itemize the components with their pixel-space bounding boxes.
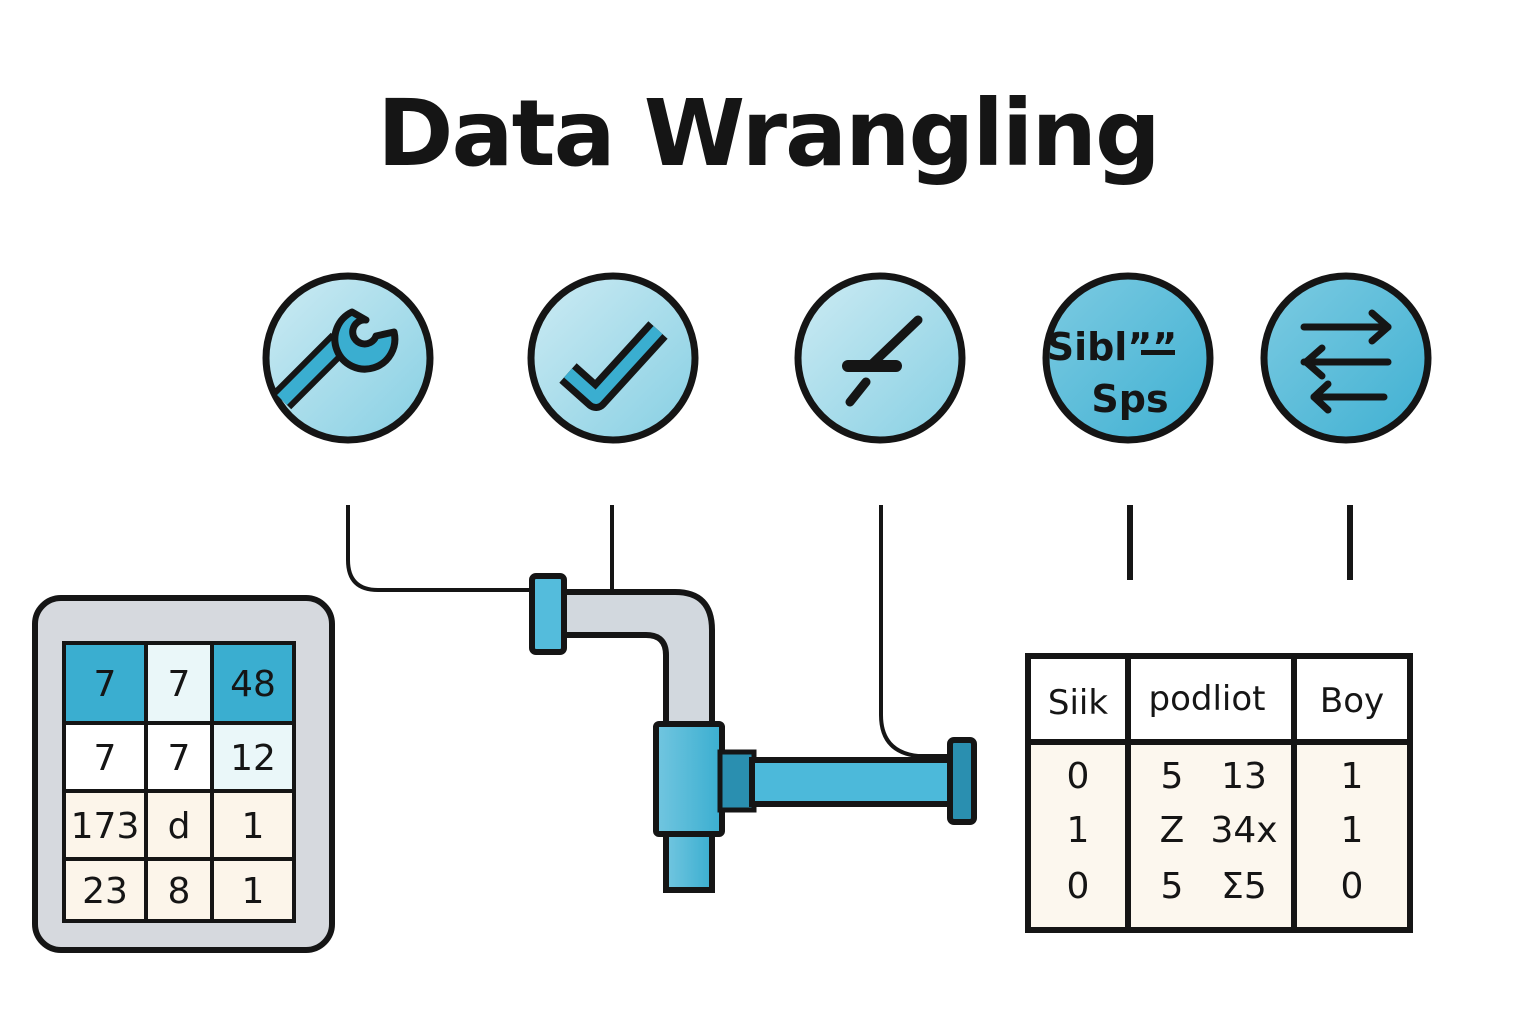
table-cell: 1 (1341, 810, 1364, 851)
text-format-icon: Sibl”” Sps (1047, 325, 1178, 421)
table-cell: 0 (1067, 866, 1090, 907)
table-cell: 5 (1161, 866, 1184, 907)
pipeline (529, 573, 977, 893)
table-cell: Z (1160, 810, 1185, 851)
outlet-pipe (749, 757, 953, 807)
grid-cell-value: 7 (168, 664, 191, 705)
checkmark-icon (559, 321, 668, 411)
tee-joint (653, 721, 725, 837)
grid-cell-value: 48 (230, 664, 276, 705)
wrench-icon (272, 308, 399, 410)
grid-cell (148, 793, 210, 857)
grid-cell-value: 23 (82, 871, 128, 912)
grid-cell-value: d (168, 806, 191, 847)
transfer-arrows-icon (1300, 309, 1392, 414)
grid-cell (214, 793, 292, 857)
table-cell: 34x (1210, 810, 1277, 851)
grid-cell (148, 645, 210, 721)
grid-cell-value: 173 (71, 806, 140, 847)
grid-cell (66, 861, 144, 919)
step-checkmark[interactable] (527, 272, 699, 444)
grid-cell (214, 645, 292, 721)
grid-cell (148, 861, 210, 919)
step-text-format[interactable]: Sibl”” Sps (1042, 272, 1214, 444)
grid-cell-value: 7 (168, 738, 191, 779)
grid-cell (66, 725, 144, 789)
icon-text-line2: Sps (1091, 377, 1168, 421)
step-wrench[interactable] (262, 272, 434, 444)
table-cell: Σ5 (1221, 866, 1267, 907)
grid-cell-value: 7 (94, 738, 117, 779)
icon-circle (1260, 272, 1432, 444)
grid-cell (148, 725, 210, 789)
table-cell: 5 (1161, 756, 1184, 797)
icon-circle (1042, 272, 1214, 444)
grid-cell-value: 1 (242, 871, 265, 912)
elbow-pipe (559, 589, 715, 728)
grid-cell-value: 1 (242, 806, 265, 847)
table-cell: 0 (1341, 866, 1364, 907)
table-header: Siik (1048, 683, 1108, 723)
diagram-title: Data Wrangling (377, 80, 1161, 187)
table-header: podliot (1149, 679, 1266, 719)
table-cell: 13 (1221, 756, 1267, 797)
grid-cell (214, 725, 292, 789)
step-clock[interactable] (794, 272, 966, 444)
grid-cell (214, 861, 292, 919)
icon-text-line1: Sibl”” (1047, 325, 1178, 369)
table-cell: 0 (1067, 756, 1090, 797)
grid-cell-value: 8 (168, 871, 191, 912)
tee-collar (717, 749, 757, 813)
table-header: Boy (1320, 681, 1384, 721)
table-cell: 1 (1341, 756, 1364, 797)
pipe-flange (529, 573, 567, 655)
drain-pipe (663, 827, 715, 893)
grid-cell (66, 793, 144, 857)
step-transfer[interactable] (1260, 272, 1432, 444)
input-data-grid: 7 7 48 7 7 12 173 d 1 23 8 1 (32, 595, 335, 953)
table-header-bg (1031, 659, 1407, 741)
icon-circle (527, 272, 699, 444)
pipe-flange (947, 737, 977, 825)
table-cell: 1 (1067, 810, 1090, 851)
connector-lines (346, 505, 1353, 758)
grid-cell (66, 645, 144, 721)
grid-cell-value: 12 (230, 738, 276, 779)
grid-cell-value: 7 (94, 664, 117, 705)
clock-icon (842, 315, 923, 407)
connector-line (879, 505, 952, 758)
connector-line (346, 505, 532, 592)
